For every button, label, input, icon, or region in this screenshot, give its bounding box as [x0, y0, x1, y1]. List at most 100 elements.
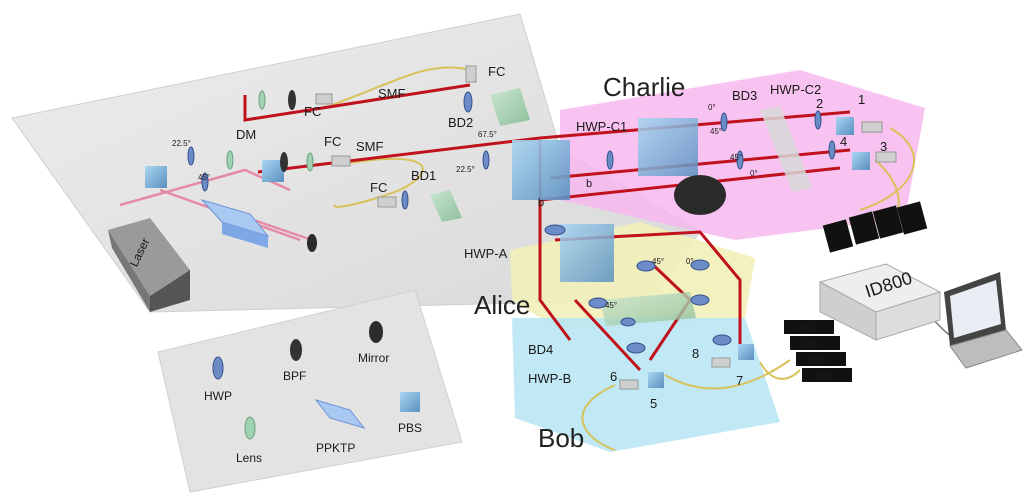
- legend-pbs: PBS: [398, 392, 422, 435]
- angle-label-7: 45°: [730, 153, 742, 162]
- label-fc-1: FC: [304, 104, 321, 119]
- beam-main: [257, 110, 851, 174]
- angle-label-4: 67.5°: [478, 130, 497, 139]
- spd-label-2: SPD: [801, 339, 820, 349]
- laser-box: Laser: [108, 218, 190, 312]
- pbs-cube-3: [852, 152, 870, 170]
- spd-detectors-side: [784, 320, 852, 382]
- port-2: 2: [816, 96, 823, 111]
- beam-upper: [243, 83, 471, 122]
- legend-lens: Lens: [236, 416, 262, 465]
- spd-label-4: SPD: [813, 371, 832, 381]
- label-fc-4: FC: [488, 64, 505, 79]
- ppktp-icon: [314, 399, 366, 429]
- lens-elements: [226, 90, 314, 172]
- angle-label-8: 0°: [750, 169, 758, 178]
- spd-fiber-1: [859, 127, 915, 211]
- port-4: 4: [840, 134, 847, 149]
- label-fc-3: FC: [370, 180, 387, 195]
- pbs-cube-laser: [145, 166, 167, 188]
- label-dm: DM: [236, 127, 256, 142]
- pbs-icon: [400, 392, 420, 412]
- pbs-cube-1: [836, 117, 854, 135]
- hwp-elements: [187, 91, 836, 354]
- port-6: 6: [610, 369, 617, 384]
- bd4-crystal: [600, 292, 696, 326]
- label-hwp-b: HWP-B: [528, 371, 571, 386]
- legend-lens-label: Lens: [236, 451, 262, 465]
- angle-label-11: 45°: [605, 301, 617, 310]
- smf-fiber-top: [331, 66, 471, 106]
- label-hwp-c1: HWP-C1: [576, 119, 627, 134]
- legend-panel: [157, 289, 463, 493]
- label-hwp-c2: HWP-C2: [770, 82, 821, 97]
- bpf-icon: [290, 339, 302, 361]
- pbs-cube-5: [648, 372, 664, 388]
- legend-ppktp: PPKTP: [314, 399, 366, 455]
- mirror-pump-icon: [307, 234, 317, 252]
- spd-label-3: SPD: [807, 355, 826, 365]
- pump-path-1: [119, 168, 291, 207]
- mirror-icon: [369, 321, 383, 343]
- spd-fiber-3: [664, 359, 791, 390]
- ppktp-crystal: [200, 199, 270, 248]
- legend-bpf-label: BPF: [283, 369, 306, 383]
- spd-fiber-4: [759, 361, 801, 380]
- hwp-icon: [212, 356, 224, 380]
- beam-displacers: [430, 88, 812, 326]
- port-5: 5: [650, 396, 657, 411]
- fiber-couplers: [315, 65, 897, 390]
- legend-pbs-label: PBS: [398, 421, 422, 435]
- beam-row3: [549, 148, 851, 180]
- port-b-1: b: [586, 178, 592, 190]
- laptop-icon: [944, 272, 1023, 369]
- pbs-cube-center: [512, 140, 570, 200]
- party-bob: Bob: [538, 423, 584, 453]
- label-bd4: BD4: [528, 342, 553, 357]
- bd1-crystal: [430, 190, 462, 222]
- label-bd3: BD3: [732, 88, 757, 103]
- bpf-filters: [280, 90, 296, 172]
- label-fc-2: FC: [324, 134, 341, 149]
- lens-icon: [244, 416, 256, 440]
- angle-label-2: 45°: [198, 173, 210, 182]
- legend-mirror-label: Mirror: [358, 351, 389, 365]
- pbs-cube-alice: [560, 224, 614, 282]
- angle-label-5: 0°: [708, 103, 716, 112]
- angle-label-1: 22.5°: [172, 139, 191, 148]
- port-7: 7: [736, 373, 743, 388]
- port-8: 8: [692, 346, 699, 361]
- bd3-crystal: [760, 106, 812, 192]
- legend-ppktp-label: PPKTP: [316, 441, 355, 455]
- smf-fiber-mid: [333, 157, 424, 208]
- label-bd1: BD1: [411, 168, 436, 183]
- party-charlie: Charlie: [603, 72, 685, 102]
- legend-bpf: BPF: [283, 339, 306, 383]
- bob-fiber-left: [581, 384, 616, 451]
- label-smf-2: SMF: [356, 139, 384, 154]
- label-bd2: BD2: [448, 115, 473, 130]
- angle-label-10: 0°: [686, 257, 694, 266]
- spd-detectors-top: [822, 201, 928, 253]
- pbs-cube-mid: [262, 160, 284, 182]
- party-alice: Alice: [474, 290, 530, 320]
- bd2-crystal: [490, 88, 530, 126]
- pbs-cube-7: [738, 344, 754, 360]
- angle-label-6: 45°: [710, 127, 722, 136]
- label-smf-1: SMF: [378, 86, 406, 101]
- pbs-cubes: [145, 117, 870, 388]
- legend-mirror: Mirror: [358, 321, 389, 365]
- port-b-2: b: [538, 197, 544, 209]
- beam-alice: [554, 230, 742, 360]
- spd-label-1: SPD: [795, 323, 814, 333]
- large-mirror-icon: [674, 175, 726, 215]
- label-hwp-a: HWP-A: [464, 246, 508, 261]
- beam-bob: [573, 298, 642, 372]
- angle-label-3: 22.5°: [456, 165, 475, 174]
- bob-region: [512, 318, 780, 452]
- angle-label-9: 45°: [652, 257, 664, 266]
- port-3: 3: [880, 139, 887, 154]
- port-1: 1: [858, 92, 865, 107]
